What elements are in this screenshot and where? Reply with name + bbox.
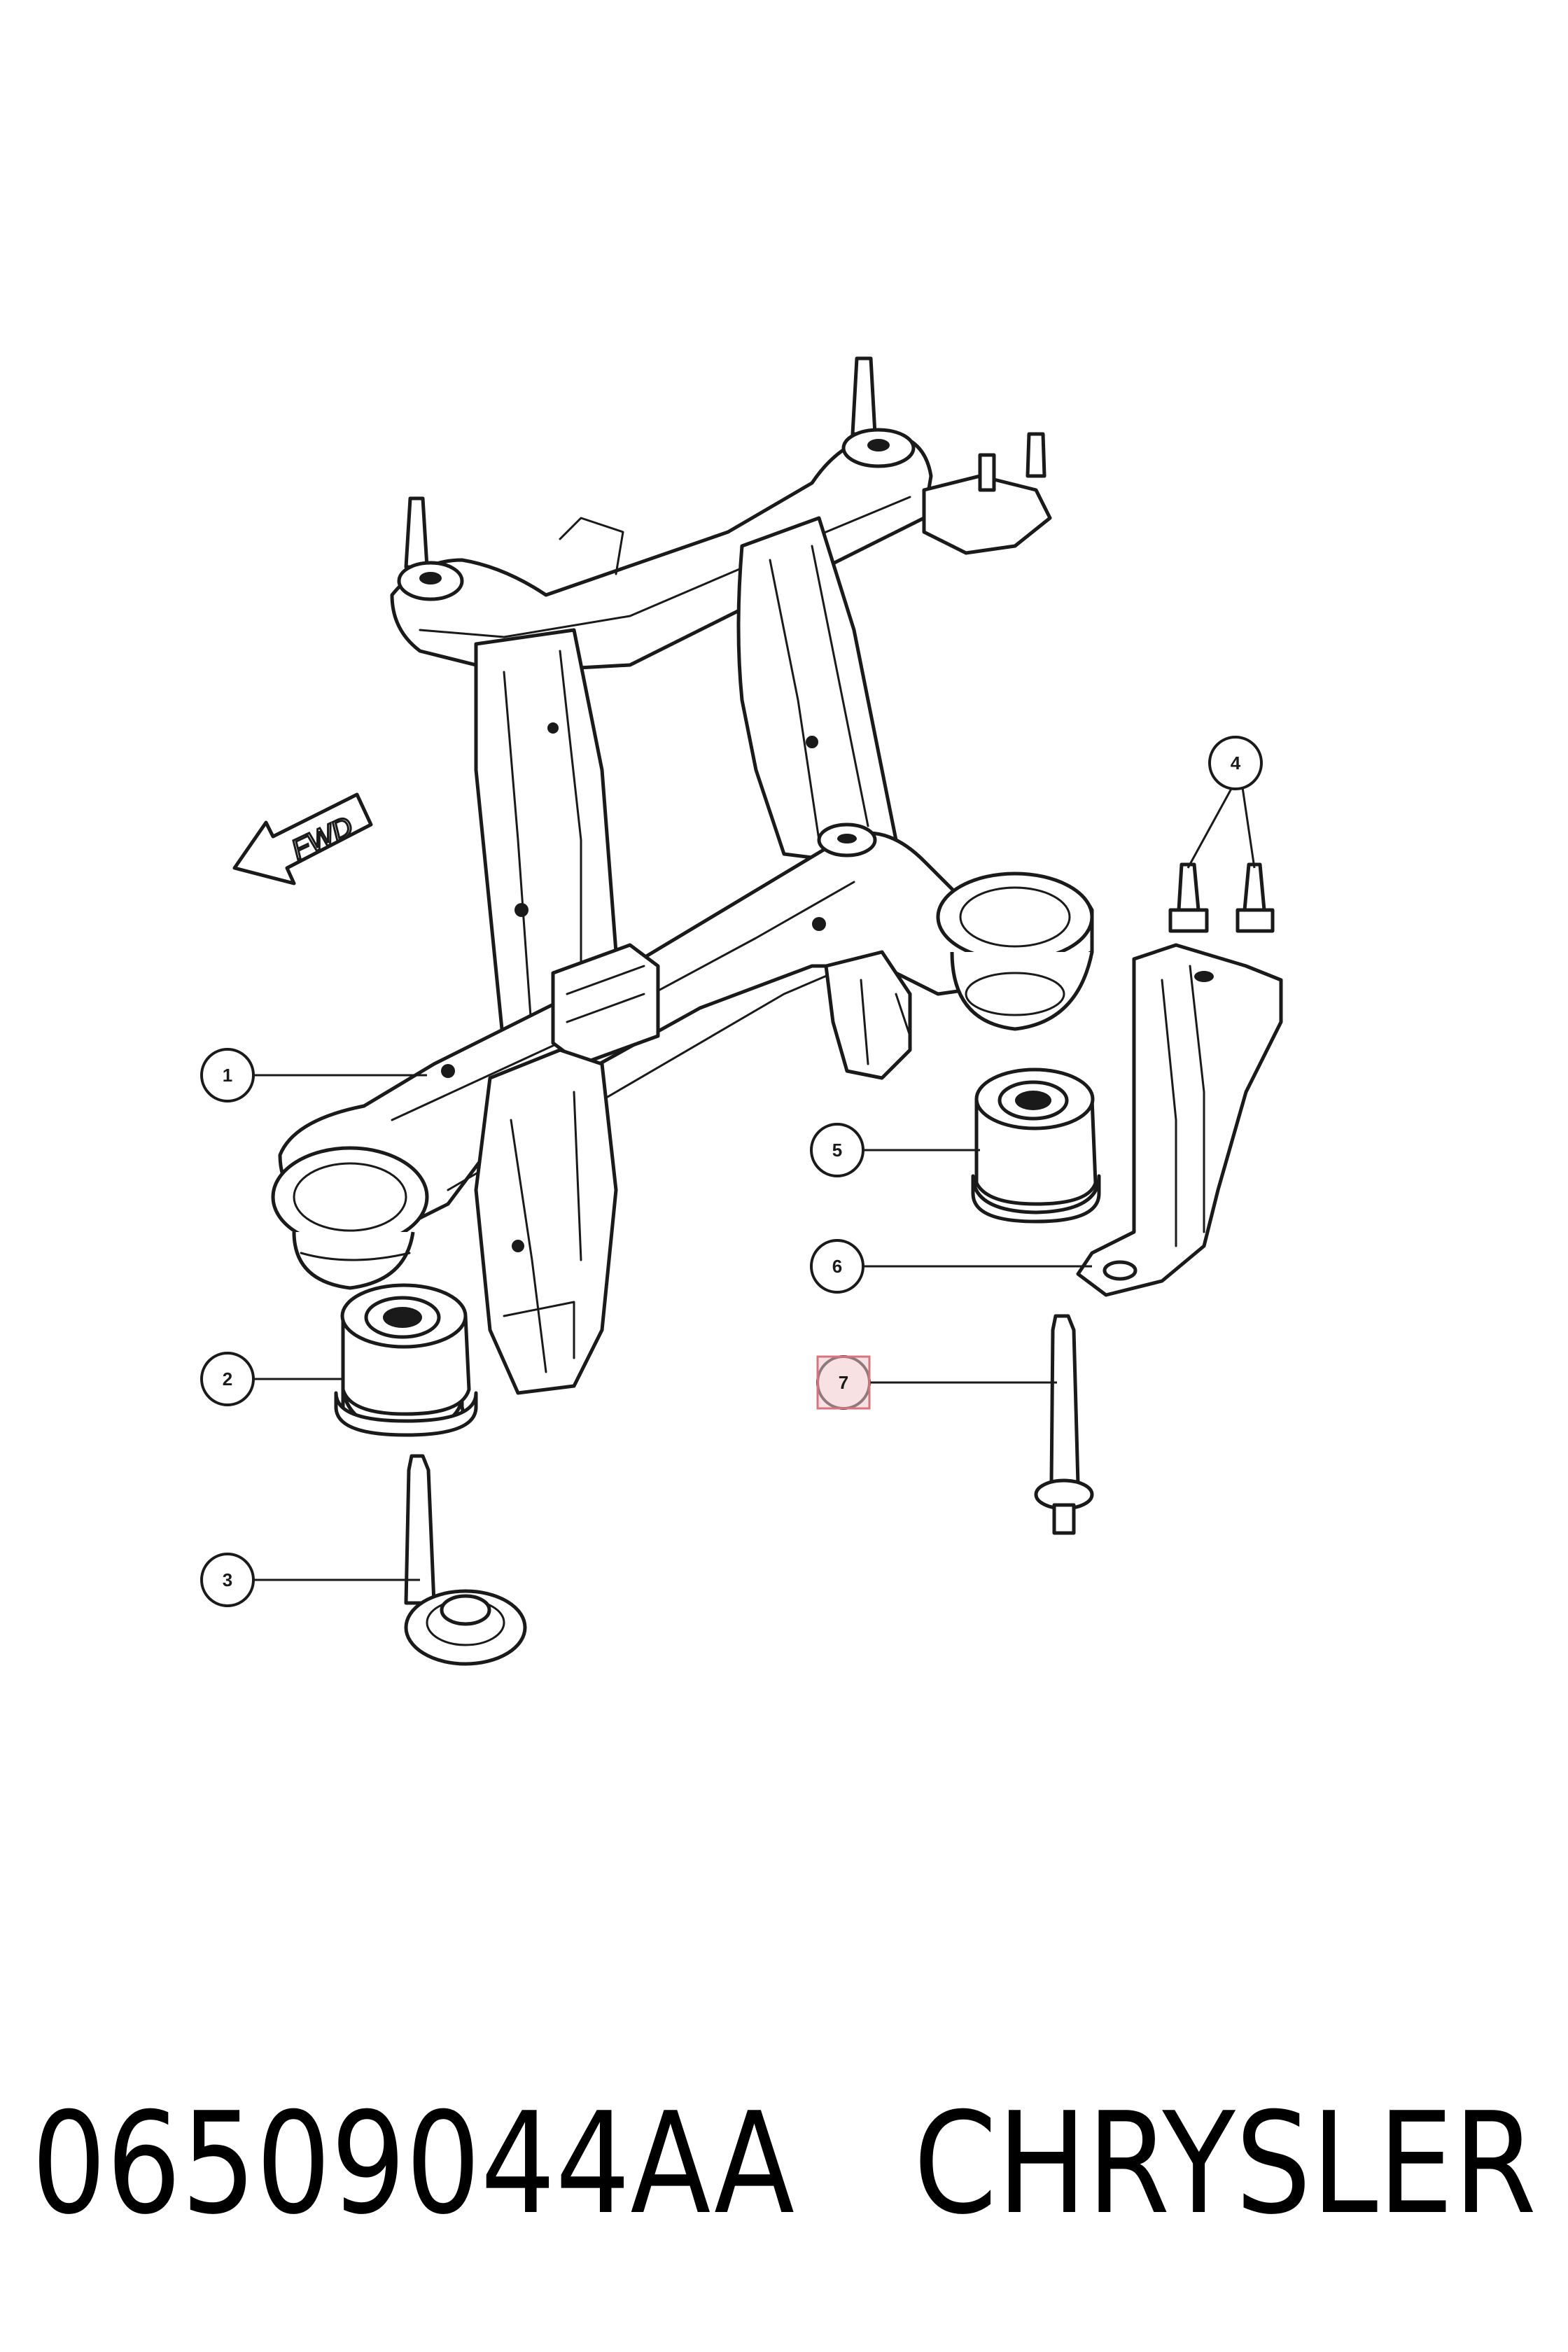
callout-2-number: 2 — [223, 1368, 232, 1390]
callout-3-number: 3 — [223, 1569, 232, 1590]
bolt-pair — [1168, 862, 1275, 933]
callout-7: 7 — [816, 1355, 1057, 1410]
brand-name: CHRYSLER — [913, 2082, 1536, 2246]
forward-arrow: FWD — [232, 792, 373, 886]
bushing-left — [334, 1283, 478, 1437]
mounting-bracket — [1076, 943, 1283, 1297]
callout-1-number: 1 — [223, 1065, 232, 1086]
callout-2: 2 — [200, 1352, 343, 1406]
callout-1: 1 — [200, 1048, 427, 1102]
bolt-with-washer — [404, 1454, 527, 1666]
long-bolt — [1034, 1314, 1094, 1535]
part-number: 06509044AA — [31, 2082, 794, 2246]
callout-4: 4 — [1186, 736, 1263, 869]
callout-6-number: 6 — [832, 1256, 842, 1277]
callout-5: 5 — [810, 1123, 980, 1177]
callout-5-number: 5 — [832, 1140, 842, 1161]
callout-3: 3 — [200, 1553, 420, 1607]
callout-7-highlight — [816, 1355, 871, 1410]
bushing-right — [971, 1068, 1101, 1224]
crossmember-frame — [271, 356, 1094, 1395]
callout-4-number: 4 — [1231, 752, 1241, 774]
callout-6: 6 — [810, 1239, 1092, 1294]
callout-7-number: 7 — [839, 1372, 848, 1393]
